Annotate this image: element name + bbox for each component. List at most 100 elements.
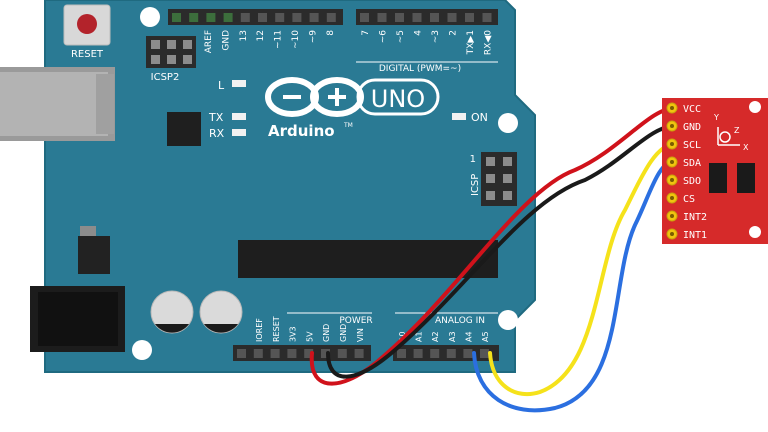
power-header xyxy=(233,345,371,361)
usb-connector xyxy=(0,67,115,141)
icsp-pin1-label: 1 xyxy=(470,154,476,165)
dc-barrel-jack xyxy=(30,286,125,352)
digital-pin-label: ~3 xyxy=(431,30,441,43)
sensor-chip xyxy=(709,163,727,193)
axis-x-label: X xyxy=(743,143,749,152)
led-on-label: ON xyxy=(471,111,488,124)
sensor-pad-hole xyxy=(670,106,674,110)
axis-y-label: Y xyxy=(713,113,719,122)
header-pin xyxy=(326,13,336,22)
analog-pin-label: A5 xyxy=(481,331,490,342)
led-tx-label: TX xyxy=(208,111,224,124)
icsp-header xyxy=(481,152,517,206)
digital-pin-label: TX▶1 xyxy=(466,30,476,55)
header-pin xyxy=(309,13,319,22)
sensor-pad-hole xyxy=(670,196,674,200)
digital-pin-label: ~11 xyxy=(274,30,284,49)
header-pin xyxy=(360,13,369,22)
reset-button[interactable] xyxy=(63,4,111,46)
header-pin xyxy=(377,13,387,22)
mounting-hole xyxy=(132,340,152,360)
icsp2-label: ICSP2 xyxy=(151,72,180,83)
sensor-pin-label: INT2 xyxy=(683,212,707,223)
power-pin-label: IOREF xyxy=(255,318,264,342)
wire-a5-scl xyxy=(488,142,677,397)
mounting-hole xyxy=(140,7,160,27)
digital-pin-label: 2 xyxy=(449,30,459,36)
sensor-pad-hole xyxy=(670,178,674,182)
reset-label: RESET xyxy=(71,49,104,60)
digital-label: DIGITAL (PWM=~) xyxy=(379,64,461,74)
header-pin xyxy=(240,13,250,22)
header-pin xyxy=(287,349,297,358)
digital-pin-label: ~10 xyxy=(291,30,301,49)
digital-pin-label: 13 xyxy=(239,30,249,41)
digital-pin-label: RX◀0 xyxy=(484,30,494,55)
header-pin xyxy=(206,13,216,22)
sensor-pin-label: GND xyxy=(683,122,701,133)
header-pin xyxy=(270,349,280,358)
header-pin xyxy=(172,13,181,22)
header-pin xyxy=(465,13,474,22)
led-l xyxy=(232,80,246,87)
led-on xyxy=(452,113,466,120)
header-pin xyxy=(412,13,422,22)
atmega-chip xyxy=(238,240,498,278)
power-pin-label: 5V xyxy=(305,331,314,342)
sensor-mounting-hole xyxy=(749,226,761,238)
analog-pin-label: A1 xyxy=(415,331,424,342)
board-outline xyxy=(44,0,536,373)
wire-gnd-gnd xyxy=(326,124,677,379)
digital-pin-label: 12 xyxy=(256,30,266,41)
analog-pin-label: A3 xyxy=(448,331,457,342)
voltage-regulator xyxy=(78,226,110,274)
power-pin-label: GND xyxy=(339,324,348,342)
icsp-label: ICSP xyxy=(470,174,481,196)
digital-pin-label: 4 xyxy=(414,30,424,36)
led-rx xyxy=(232,129,246,136)
header-pin xyxy=(354,349,364,358)
header-pin xyxy=(258,13,267,22)
sensor-pad-hole xyxy=(670,160,674,164)
header-pin xyxy=(447,13,457,22)
header-pin xyxy=(321,349,330,358)
header-pin xyxy=(446,349,456,358)
sensor-pin-label: SCL xyxy=(683,140,701,151)
axis-z-label: Z xyxy=(734,126,740,135)
wire-5v-vcc xyxy=(309,106,677,386)
digital-pin-label: GND xyxy=(221,30,231,51)
brand-tm: TM xyxy=(343,122,353,129)
axis-indicator xyxy=(717,127,740,146)
analog-pin-label: A4 xyxy=(464,331,473,342)
wire-a4-sda xyxy=(472,159,677,413)
header-pin xyxy=(482,13,492,22)
digital-header-left xyxy=(168,9,343,25)
model-badge xyxy=(356,78,440,116)
header-pin xyxy=(223,13,233,22)
sensor-pin-label: CS xyxy=(683,194,695,205)
header-pin xyxy=(237,349,246,358)
header-pin xyxy=(304,349,314,358)
header-pin xyxy=(480,349,489,358)
header-pin xyxy=(292,13,302,22)
model-label: UNO xyxy=(371,85,425,113)
header-pin xyxy=(395,13,404,22)
analog-pin-label: A2 xyxy=(431,331,440,342)
led-tx xyxy=(232,113,246,120)
sensor-pad-hole xyxy=(670,142,674,146)
power-pin-label: GND xyxy=(322,324,331,342)
sensor-pad-hole xyxy=(670,124,674,128)
sensor-pads xyxy=(666,102,678,240)
sensor-pin-label: INT1 xyxy=(683,230,707,241)
sensor-pin-label: SDO xyxy=(683,176,701,187)
analog-label: ANALOG IN xyxy=(435,316,485,326)
capacitor xyxy=(150,290,194,334)
digital-pin-label: 8 xyxy=(326,30,336,36)
power-pin-label: RESET xyxy=(272,316,281,342)
arduino-logo xyxy=(265,77,364,117)
header-pin xyxy=(463,349,473,358)
header-pin xyxy=(430,13,439,22)
